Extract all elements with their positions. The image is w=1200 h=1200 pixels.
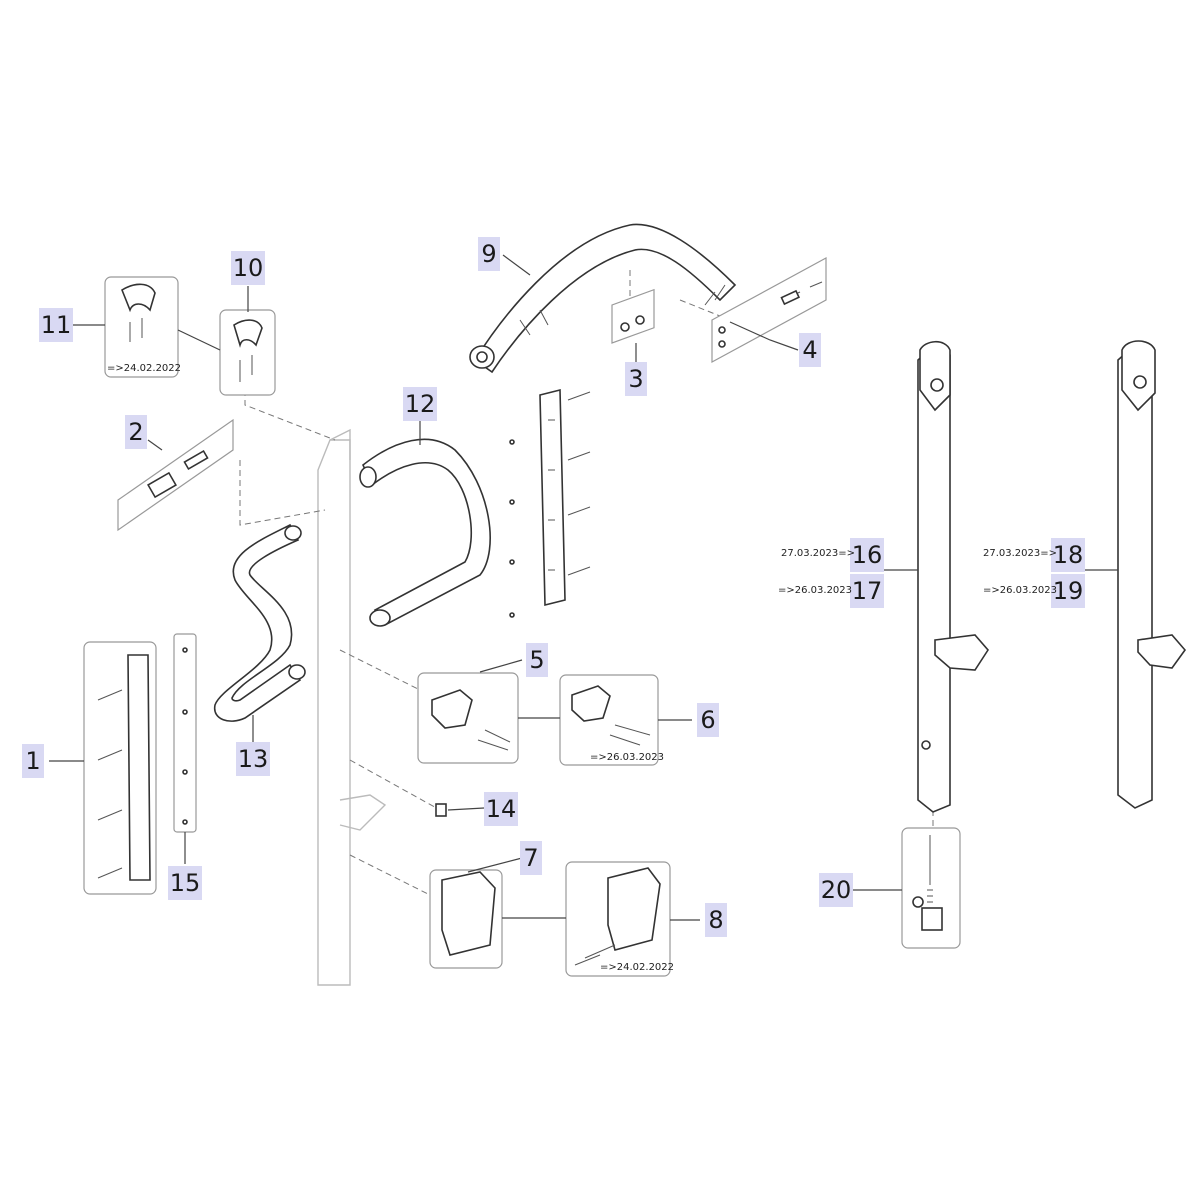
callout-9[interactable]: 9 bbox=[478, 237, 500, 271]
callout-14[interactable]: 14 bbox=[484, 792, 518, 826]
callout-15[interactable]: 15 bbox=[168, 866, 202, 900]
note-16-date: 27.03.2023=> bbox=[781, 548, 856, 559]
callout-11[interactable]: 11 bbox=[39, 308, 73, 342]
part-2-sleeve[interactable] bbox=[117, 418, 234, 532]
part-14-nut[interactable] bbox=[435, 803, 447, 817]
note-6-date: =>26.03.2023 bbox=[590, 752, 665, 763]
part-7-cover[interactable] bbox=[429, 869, 503, 969]
part-8-cover[interactable] bbox=[565, 861, 671, 977]
callout-20[interactable]: 20 bbox=[819, 873, 853, 907]
callout-18[interactable]: 18 bbox=[1051, 538, 1085, 572]
part-12-handle[interactable] bbox=[359, 438, 491, 627]
callout-5[interactable]: 5 bbox=[526, 643, 548, 677]
callout-1[interactable]: 1 bbox=[22, 744, 44, 778]
part-18-19-column[interactable] bbox=[1117, 340, 1187, 809]
part-1-strip[interactable] bbox=[83, 641, 157, 895]
note-11-date: =>24.02.2022 bbox=[107, 363, 182, 374]
callout-4[interactable]: 4 bbox=[799, 333, 821, 367]
part-15-plate[interactable] bbox=[173, 633, 197, 833]
note-8-date: =>24.02.2022 bbox=[600, 962, 675, 973]
callout-8[interactable]: 8 bbox=[705, 903, 727, 937]
note-17-date: =>26.03.2023 bbox=[778, 585, 853, 596]
callout-3[interactable]: 3 bbox=[625, 362, 647, 396]
part-20-latch-kit[interactable] bbox=[901, 827, 961, 949]
callout-12[interactable]: 12 bbox=[403, 387, 437, 421]
callout-6[interactable]: 6 bbox=[697, 703, 719, 737]
note-18-date: 27.03.2023=> bbox=[983, 548, 1058, 559]
note-19-date: =>26.03.2023 bbox=[983, 585, 1058, 596]
callout-2[interactable]: 2 bbox=[125, 415, 147, 449]
ghost-post bbox=[317, 428, 387, 986]
callout-16[interactable]: 16 bbox=[850, 538, 884, 572]
callout-17[interactable]: 17 bbox=[850, 574, 884, 608]
callout-13[interactable]: 13 bbox=[236, 742, 270, 776]
part-4-fasteners[interactable] bbox=[711, 256, 827, 364]
part-13-handle[interactable] bbox=[214, 523, 306, 722]
part-10-clamp[interactable] bbox=[219, 309, 276, 396]
part-5-bracket[interactable] bbox=[417, 672, 519, 764]
part-9-handle-bar[interactable] bbox=[469, 223, 737, 374]
callout-7[interactable]: 7 bbox=[520, 841, 542, 875]
part-16-17-column[interactable] bbox=[917, 340, 989, 813]
leader-lines bbox=[49, 254, 1118, 921]
callout-19[interactable]: 19 bbox=[1051, 574, 1085, 608]
part-3-plate[interactable] bbox=[611, 288, 655, 344]
callout-10[interactable]: 10 bbox=[231, 251, 265, 285]
screw-rail[interactable] bbox=[509, 388, 591, 618]
part-11-clamp[interactable] bbox=[104, 276, 179, 378]
